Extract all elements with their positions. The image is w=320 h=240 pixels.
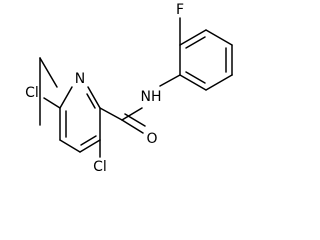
molecule-diagram: N Cl Cl O NH F <box>25 2 233 175</box>
atom-labels: N Cl Cl O NH F <box>25 2 184 175</box>
bond-ph-c3-c4 <box>205 29 233 46</box>
bond-n-c2-inner <box>86 93 96 109</box>
bond-nh-phenyl <box>159 74 181 87</box>
bond-carbonyl-nh <box>121 107 143 121</box>
atom-cl-bottom: Cl <box>93 159 107 175</box>
bond-carbonyl-o <box>121 119 144 134</box>
bond-ph-c2-c3-inner <box>185 36 206 49</box>
atom-n-ring: N <box>75 71 85 87</box>
bond-c4-c3 <box>79 139 101 153</box>
bond-ph-c5-c6 <box>205 74 233 91</box>
bond-ph-c6-c1-inner <box>185 71 206 84</box>
bond-n-c6 <box>39 57 58 88</box>
bond-n-c6 <box>59 86 73 109</box>
bond-c4-c3-inner <box>80 135 97 146</box>
bond-c5-c4 <box>59 139 81 153</box>
structure-bonds <box>43 17 233 158</box>
bond-ph-c6-c1 <box>179 74 207 91</box>
atom-f: F <box>176 2 184 18</box>
bond-n-c2 <box>87 86 101 109</box>
atom-nh: NH <box>141 89 162 105</box>
bond-c6-cl <box>43 97 61 109</box>
bond-c2-carbonyl <box>99 107 123 121</box>
structure-svg <box>39 57 58 126</box>
bond-ph-c2-c3 <box>179 29 207 46</box>
atom-cl-top: Cl <box>25 85 39 101</box>
pyridine-ring <box>39 57 58 126</box>
atom-o: O <box>146 131 157 147</box>
